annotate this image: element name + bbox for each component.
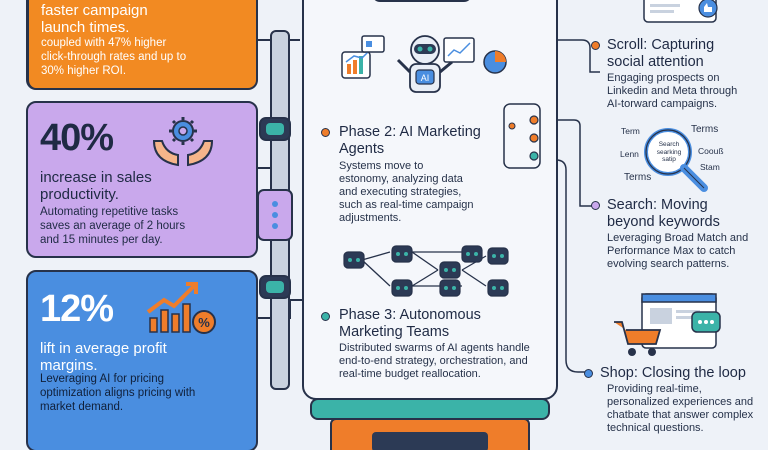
search-term: Term (621, 126, 640, 136)
phase-2-description: Systems move to estonomy, analyzing data… (339, 160, 474, 224)
search-title: Search: Moving beyond keywords (607, 197, 720, 230)
magnifier-icon (644, 128, 708, 192)
search-term: Terms (624, 172, 652, 183)
stat-card-sales-productivity: 40% increase in sales productivity. Auto… (26, 101, 258, 258)
slider-widget (503, 103, 541, 169)
shop-title: Shop: Closing the loop (600, 365, 746, 381)
ai-robot-icon: AI (341, 35, 507, 93)
stat-description: Leveraging AI for pricing optimization a… (40, 373, 196, 413)
shopping-cart-icon (614, 293, 721, 356)
phase-2-title: Phase 2: AI Marketing Agents (339, 124, 481, 157)
scroll-description: Engaging prospects on Linkedin and Meta … (607, 72, 738, 110)
search-term: Terms (691, 124, 719, 135)
robot-network-icon (343, 245, 509, 297)
stat-description: coupled with 47% higher click-through ra… (41, 37, 187, 77)
shop-description: Providing real-time, personalized experi… (607, 383, 754, 434)
svg-text:%: % (198, 315, 210, 330)
stat-value: 12% (40, 288, 114, 330)
thumbs-up-icon (643, 0, 718, 23)
panel-cap (372, 0, 472, 2)
hands-gear-icon (152, 117, 214, 167)
tower-base-ring (310, 398, 550, 420)
phase-3-dot (321, 312, 330, 321)
stat-subtitle: lift in average profit margins. (40, 340, 167, 374)
growth-chart-icon: % (146, 282, 216, 334)
tower-rings (257, 117, 293, 299)
phase-3-title: Phase 3: Autonomous Marketing Teams (339, 307, 481, 340)
stat-value: 40% (40, 117, 114, 159)
stat-card-launch-times: faster campaign launch times. coupled wi… (26, 0, 258, 90)
phase-2-dot (321, 128, 330, 137)
stat-subtitle: increase in sales productivity. (40, 169, 152, 203)
stat-card-profit-margins: 12% % lift in average profit margins. Le… (26, 270, 258, 450)
search-dot (591, 201, 600, 210)
stat-subtitle: faster campaign launch times. (41, 2, 148, 36)
search-term: Lenn (620, 149, 639, 159)
scroll-title: Scroll: Capturing social attention (607, 37, 715, 70)
tower-base-foot (372, 432, 488, 450)
svg-text:AI: AI (421, 73, 430, 83)
phase-3-description: Distributed swarms of AI agents handle e… (339, 342, 530, 380)
shop-dot (584, 369, 593, 378)
search-term: Stam (700, 162, 720, 172)
scroll-dot (591, 41, 600, 50)
search-term: Coouß (698, 146, 724, 156)
magnifier-label: Search searking satip (656, 141, 682, 163)
stat-description: Automating repetitive tasks saves an ave… (40, 206, 186, 246)
search-description: Leveraging Broad Match and Performance M… (607, 232, 749, 270)
